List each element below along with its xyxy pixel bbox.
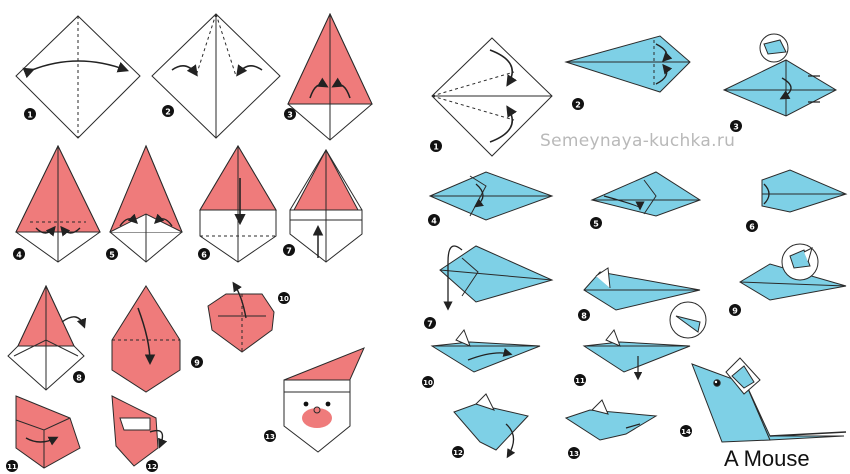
santa-step-1-diagram — [16, 16, 140, 138]
santa-step-11-badge: 11 — [6, 460, 18, 472]
santa-step-8-badge: 8 — [73, 371, 85, 383]
santa-step-2-diagram — [152, 14, 280, 138]
svg-text:10: 10 — [279, 295, 289, 303]
mouse-step-10-badge: 10 — [422, 376, 434, 388]
mouse-step-11-badge: 11 — [574, 374, 586, 386]
mouse-step-13-badge: 13 — [568, 447, 580, 459]
svg-text:4: 4 — [431, 217, 437, 226]
santa-step-8-diagram — [8, 286, 84, 390]
mouse-step-14-badge: 14 — [680, 425, 692, 437]
santa-step-13-diagram — [284, 348, 364, 452]
santa-step-7-badge: 7 — [283, 244, 295, 256]
svg-text:7: 7 — [427, 320, 433, 329]
svg-text:1: 1 — [433, 143, 439, 152]
svg-text:5: 5 — [109, 251, 115, 260]
svg-text:4: 4 — [16, 251, 22, 260]
santa-step-7-diagram — [290, 150, 362, 262]
mouse-step-7-badge: 7 — [424, 317, 436, 329]
svg-text:8: 8 — [76, 374, 82, 383]
svg-text:5: 5 — [593, 220, 599, 229]
santa-step-3-diagram — [288, 14, 372, 140]
svg-text:12: 12 — [453, 449, 463, 457]
mouse-step-5-diagram — [592, 172, 700, 216]
santa-step-12-diagram — [112, 396, 162, 466]
svg-text:1: 1 — [27, 111, 33, 120]
mouse-step-3-diagram — [724, 34, 836, 116]
mouse-step-5-badge: 5 — [590, 217, 602, 229]
svg-text:13: 13 — [569, 450, 579, 458]
mouse-instructions — [430, 34, 846, 456]
mouse-step-13-diagram — [566, 400, 656, 440]
santa-step-11-diagram — [16, 396, 80, 468]
mouse-step-4-diagram — [430, 172, 552, 220]
mouse-step-12-diagram — [454, 394, 528, 456]
mouse-step-10-diagram — [432, 330, 540, 372]
watermark-text: Semeynaya-kuchka.ru — [540, 131, 735, 151]
mouse-step-7-diagram — [440, 246, 552, 308]
mouse-step-2-badge: 2 — [572, 98, 584, 110]
santa-step-12-badge: 12 — [146, 460, 158, 472]
mouse-step-9-badge: 9 — [729, 304, 741, 316]
svg-text:12: 12 — [147, 463, 157, 471]
santa-step-4-badge: 4 — [13, 248, 25, 260]
svg-text:14: 14 — [681, 428, 691, 436]
mouse-step-6-badge: 6 — [746, 220, 758, 232]
svg-text:8: 8 — [581, 312, 587, 321]
santa-step-10-badge: 10 — [278, 292, 290, 304]
mouse-step-12-badge: 12 — [452, 446, 464, 458]
santa-step-9-badge: 9 — [191, 356, 203, 368]
mouse-step-4-badge: 4 — [428, 214, 440, 226]
santa-step-5-diagram — [110, 146, 182, 262]
santa-step-5-badge: 5 — [106, 248, 118, 260]
mouse-caption: A Mouse — [724, 446, 810, 472]
svg-text:7: 7 — [286, 247, 292, 256]
mouse-step-6-diagram — [762, 170, 846, 212]
mouse-step-8-badge: 8 — [578, 309, 590, 321]
svg-text:11: 11 — [575, 377, 585, 385]
santa-step-3-badge: 3 — [284, 108, 296, 120]
mouse-step-14-diagram — [692, 358, 846, 442]
santa-step-9-diagram — [112, 286, 180, 392]
svg-text:6: 6 — [749, 223, 755, 232]
santa-step-6-diagram — [200, 146, 276, 262]
mouse-step-2-diagram — [566, 36, 690, 92]
santa-step-2-badge: 2 — [162, 105, 174, 117]
santa-step-1-badge: 1 — [24, 108, 36, 120]
svg-text:2: 2 — [165, 108, 171, 117]
svg-text:9: 9 — [732, 307, 738, 316]
santa-instructions — [8, 14, 372, 468]
santa-step-4-diagram — [16, 146, 100, 262]
svg-text:6: 6 — [201, 251, 207, 260]
santa-step-13-badge: 13 — [264, 430, 276, 442]
svg-text:11: 11 — [7, 463, 17, 471]
mouse-step-1-diagram — [432, 38, 552, 156]
santa-step-6-badge: 6 — [198, 248, 210, 260]
svg-text:3: 3 — [287, 111, 293, 120]
svg-text:2: 2 — [575, 101, 581, 110]
svg-text:9: 9 — [194, 359, 200, 368]
svg-text:10: 10 — [423, 379, 433, 387]
mouse-step-11-diagram — [584, 302, 706, 378]
mouse-step-9-diagram — [740, 244, 846, 300]
svg-text:13: 13 — [265, 433, 275, 441]
mouse-step-1-badge: 1 — [430, 140, 442, 152]
santa-step-10-diagram — [208, 284, 274, 352]
